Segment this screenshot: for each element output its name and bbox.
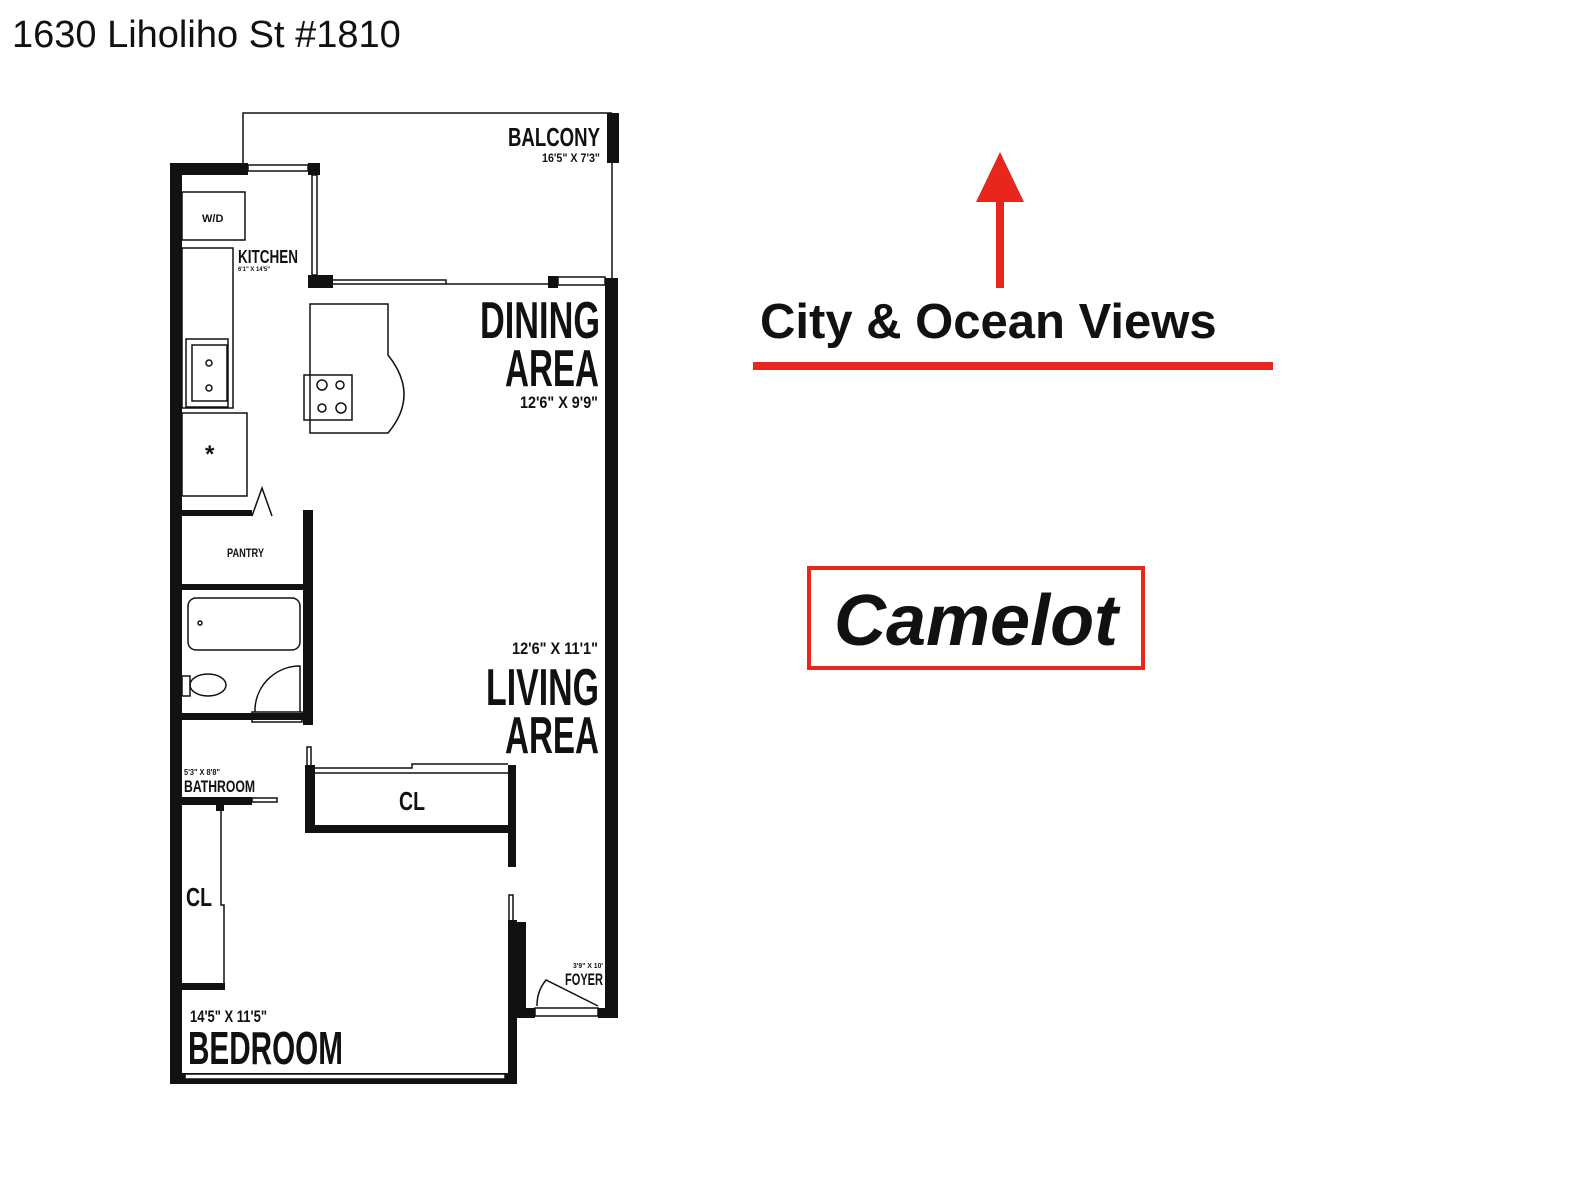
foyer-label: FOYER <box>565 970 603 989</box>
living-label-line1: LIVING <box>486 659 599 717</box>
washer-dryer-label: W/D <box>202 213 223 225</box>
dining-label-line2: AREA <box>505 340 599 398</box>
bedroom-label: BEDROOM <box>188 1022 343 1074</box>
hall-closet-label: CL <box>399 786 425 816</box>
kitchen-dims: 6'1" X 14'5" <box>238 267 270 273</box>
dining-dims: 12'6" X 9'9" <box>520 393 598 412</box>
dining-label-line1: DINING <box>480 292 600 350</box>
views-underline <box>753 362 1273 370</box>
living-dims: 12'6" X 11'1" <box>512 639 598 658</box>
room-labels: BALCONY 16'5" X 7'3" W/D KITCHEN 6'1" X … <box>184 122 603 1074</box>
fridge-mark: * <box>205 441 215 468</box>
bathroom-dims: 5'3" X 8'8" <box>184 768 220 777</box>
bathroom-label: BATHROOM <box>184 777 255 796</box>
balcony-label: BALCONY <box>508 122 600 152</box>
listing-address-title: 1630 Liholiho St #1810 <box>12 14 401 56</box>
foyer-dims: 3'9" X 10' <box>573 963 603 970</box>
views-label: City & Ocean Views <box>760 295 1217 349</box>
building-name: Camelot <box>833 581 1119 661</box>
north-arrow-icon <box>976 152 1024 288</box>
bedroom-closet-label: CL <box>186 882 212 912</box>
thin-lines <box>181 112 613 1080</box>
living-label-line2: AREA <box>505 707 599 765</box>
building-name-box: Camelot <box>807 566 1145 670</box>
bedroom-dims: 14'5" X 11'5" <box>190 1007 267 1026</box>
pantry-label: PANTRY <box>227 546 264 560</box>
kitchen-label: KITCHEN <box>238 247 298 267</box>
balcony-dims: 16'5" X 7'3" <box>542 151 600 165</box>
